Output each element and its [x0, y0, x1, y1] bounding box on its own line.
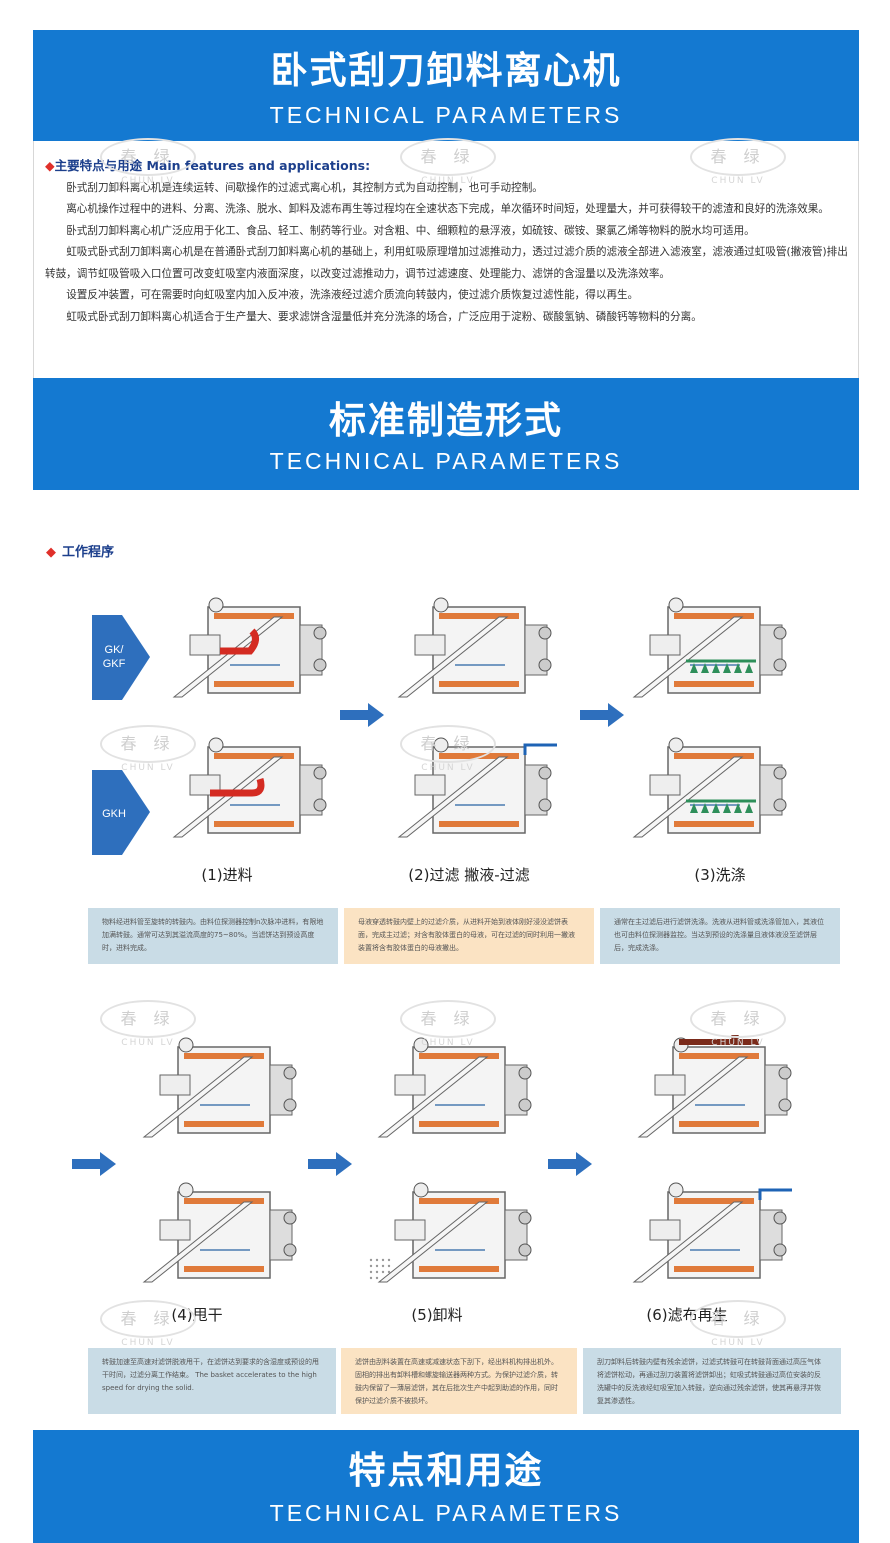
step-caption: (4)甩干 [171, 1306, 223, 1324]
step-caption: (3)洗涤 [694, 866, 746, 884]
centrifuge-diagram [172, 597, 327, 698]
intro-paragraph: 虹吸式卧式刮刀卸料离心机是在普通卧式刮刀卸料离心机的基础上，利用虹吸原理增加过滤… [45, 246, 848, 280]
step-note: 转鼓加速至高速对滤饼脱液甩干，在滤饼达到要求的含湿度或预设的甩干时间，过滤分离工… [88, 1348, 336, 1414]
banner-title-cn: 卧式刮刀卸料离心机 [270, 49, 622, 92]
centrifuge-diagram [377, 1037, 532, 1138]
intro-heading-text: 主要特点与用途 Main features and applications: [54, 158, 371, 173]
step-caption: (2)过滤 撇液-过滤 [408, 866, 530, 884]
banner-title-cn: 特点和用途 [348, 1449, 544, 1492]
step-caption: (5)卸料 [411, 1306, 463, 1324]
centrifuge-diagram [397, 737, 557, 838]
banner-standard-form: 标准制造形式 TECHNICAL PARAMETERS [33, 378, 859, 491]
centrifuge-diagram [637, 1035, 792, 1138]
intro-paragraph: 卧式刮刀卸料离心机广泛应用于化工、食品、轻工、制药等行业。对含粗、中、细颗粒的悬… [66, 224, 755, 237]
step-note: 通常在主过滤后进行滤饼洗涤。洗液从进料管或洗涤管加入，其液位也可由料位探测器监控… [600, 908, 840, 964]
step-arrow-icon [308, 1152, 352, 1176]
step-note: 母液穿透转鼓内壁上的过滤介质，从进料开始到液体刚好浸没滤饼表面，完成主过滤；对含… [344, 908, 594, 964]
step-note: 刮刀卸料后转鼓内壁有残余滤饼，过滤式转鼓可在转鼓背面通过高压气体将滤饼松动，再通… [583, 1348, 841, 1414]
centrifuge-diagram [632, 737, 787, 838]
step-arrow-icon [548, 1152, 592, 1176]
intro-paragraph: 离心机操作过程中的进料、分离、洗涤、脱水、卸料及滤布再生等过程均在全速状态下完成… [66, 203, 829, 215]
step-arrow-icon [72, 1152, 116, 1176]
step-caption: (1)进料 [201, 866, 253, 884]
intro-paragraph: 卧式刮刀卸料离心机是连续运转、间歇操作的过滤式离心机，其控制方式为自动控制，也可… [66, 181, 543, 194]
step-note: 物料经进料管至旋转的转鼓内。由料位探测器控制n次脉冲进料，有限地加满转鼓。通常可… [88, 908, 338, 964]
side-label-gk: GK/ [105, 644, 125, 656]
intro-paragraph: 虹吸式卧式刮刀卸料离心机适合于生产量大、要求滤饼含湿量低并充分洗涤的场合，广泛应… [66, 310, 702, 323]
intro-section: ◆主要特点与用途 Main features and applications:… [45, 155, 850, 328]
process-title-text: 工作程序 [62, 545, 115, 560]
step-arrow-icon [580, 703, 624, 727]
centrifuge-diagram [632, 1182, 792, 1283]
diamond-icon: ◆ [46, 545, 56, 560]
process-title: ◆ 工作程序 [46, 541, 114, 560]
diamond-icon: ◆ [45, 158, 55, 173]
step-caption: (6)滤布再生 [646, 1306, 728, 1324]
centrifuge-diagram [142, 1037, 297, 1138]
banner-main-title: 卧式刮刀卸料离心机 TECHNICAL PARAMETERS [33, 30, 859, 141]
step-note: 滤饼由刮料装置在高速或减速状态下刮下，经出料机构排出机外。固相的排出有卸料槽和螺… [341, 1348, 577, 1414]
centrifuge-diagram [397, 597, 552, 698]
centrifuge-diagram [369, 1182, 532, 1283]
side-label-gkh: GKH [102, 808, 126, 820]
centrifuge-diagram [172, 737, 327, 838]
centrifuge-diagram [632, 597, 787, 698]
banner-title-en: TECHNICAL PARAMETERS [269, 448, 623, 474]
banner-title-en: TECHNICAL PARAMETERS [269, 102, 623, 128]
gkh-label-arrow: GKH [92, 770, 150, 855]
banner-features: 特点和用途 TECHNICAL PARAMETERS [33, 1430, 859, 1543]
step-arrow-icon [340, 703, 384, 727]
gk-gkf-label-arrow: GK/ GKF [92, 615, 150, 700]
intro-heading: ◆主要特点与用途 Main features and applications: [45, 155, 850, 177]
intro-paragraph: 设置反冲装置，可在需要时向虹吸室内加入反冲液，洗涤液经过滤介质流向转鼓内，使过滤… [66, 289, 639, 301]
centrifuge-diagram [142, 1182, 297, 1283]
banner-title-en: TECHNICAL PARAMETERS [269, 1500, 623, 1526]
svg-text:GKF: GKF [103, 658, 126, 670]
banner-title-cn: 标准制造形式 [329, 399, 563, 442]
